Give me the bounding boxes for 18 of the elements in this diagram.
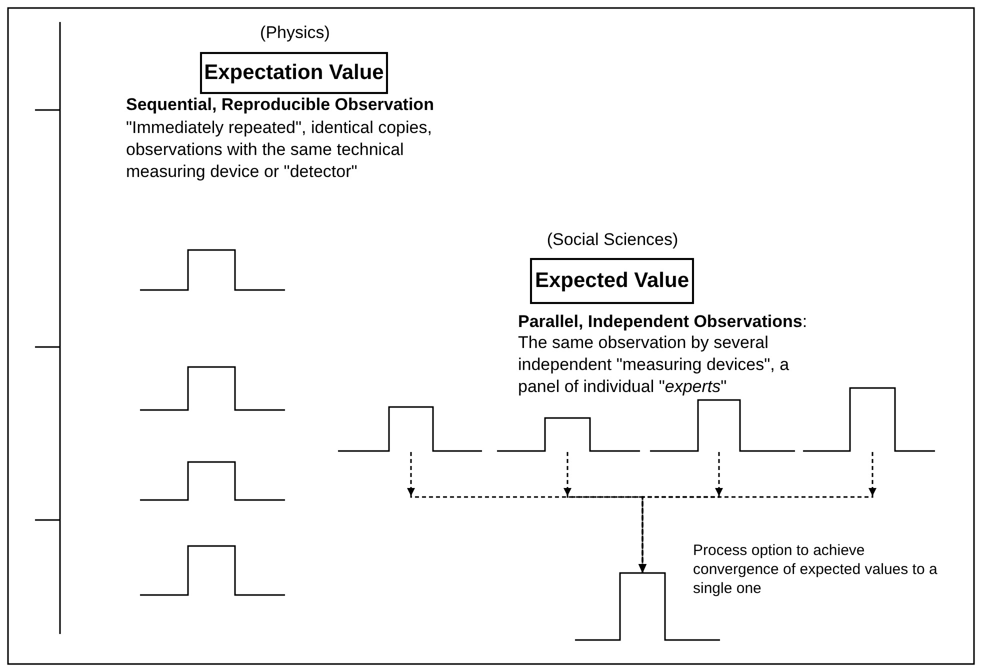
group-heading: (Physics) [259, 22, 331, 44]
group-heading: (Social Sciences) [546, 229, 680, 251]
section-heading: Parallel, Independent Observations: [518, 311, 808, 333]
pulse-shape [140, 545, 285, 596]
pulse-shape [650, 399, 795, 452]
description-text: The same observation by several independent "measuring devices", a panel of individual "experts" [518, 332, 790, 398]
annotation-text: Process option to achieve convergence of expected values to a single one [693, 541, 938, 598]
pulse-shape [803, 387, 935, 452]
title-box: Expectation Value [200, 52, 388, 94]
pulse-shape [140, 249, 285, 291]
pulse-shape [140, 461, 285, 501]
pulse-shape [497, 417, 640, 452]
pulse-shape [338, 406, 482, 452]
title-box: Expected Value [530, 258, 694, 304]
pulse-shape [140, 366, 285, 411]
dashed-arrow [638, 452, 874, 573]
description-text: "Immediately repeated", identical copies, observations with the same technical measuring device or "detector" [126, 117, 433, 183]
section-heading: Sequential, Reproducible Observation [126, 94, 435, 116]
